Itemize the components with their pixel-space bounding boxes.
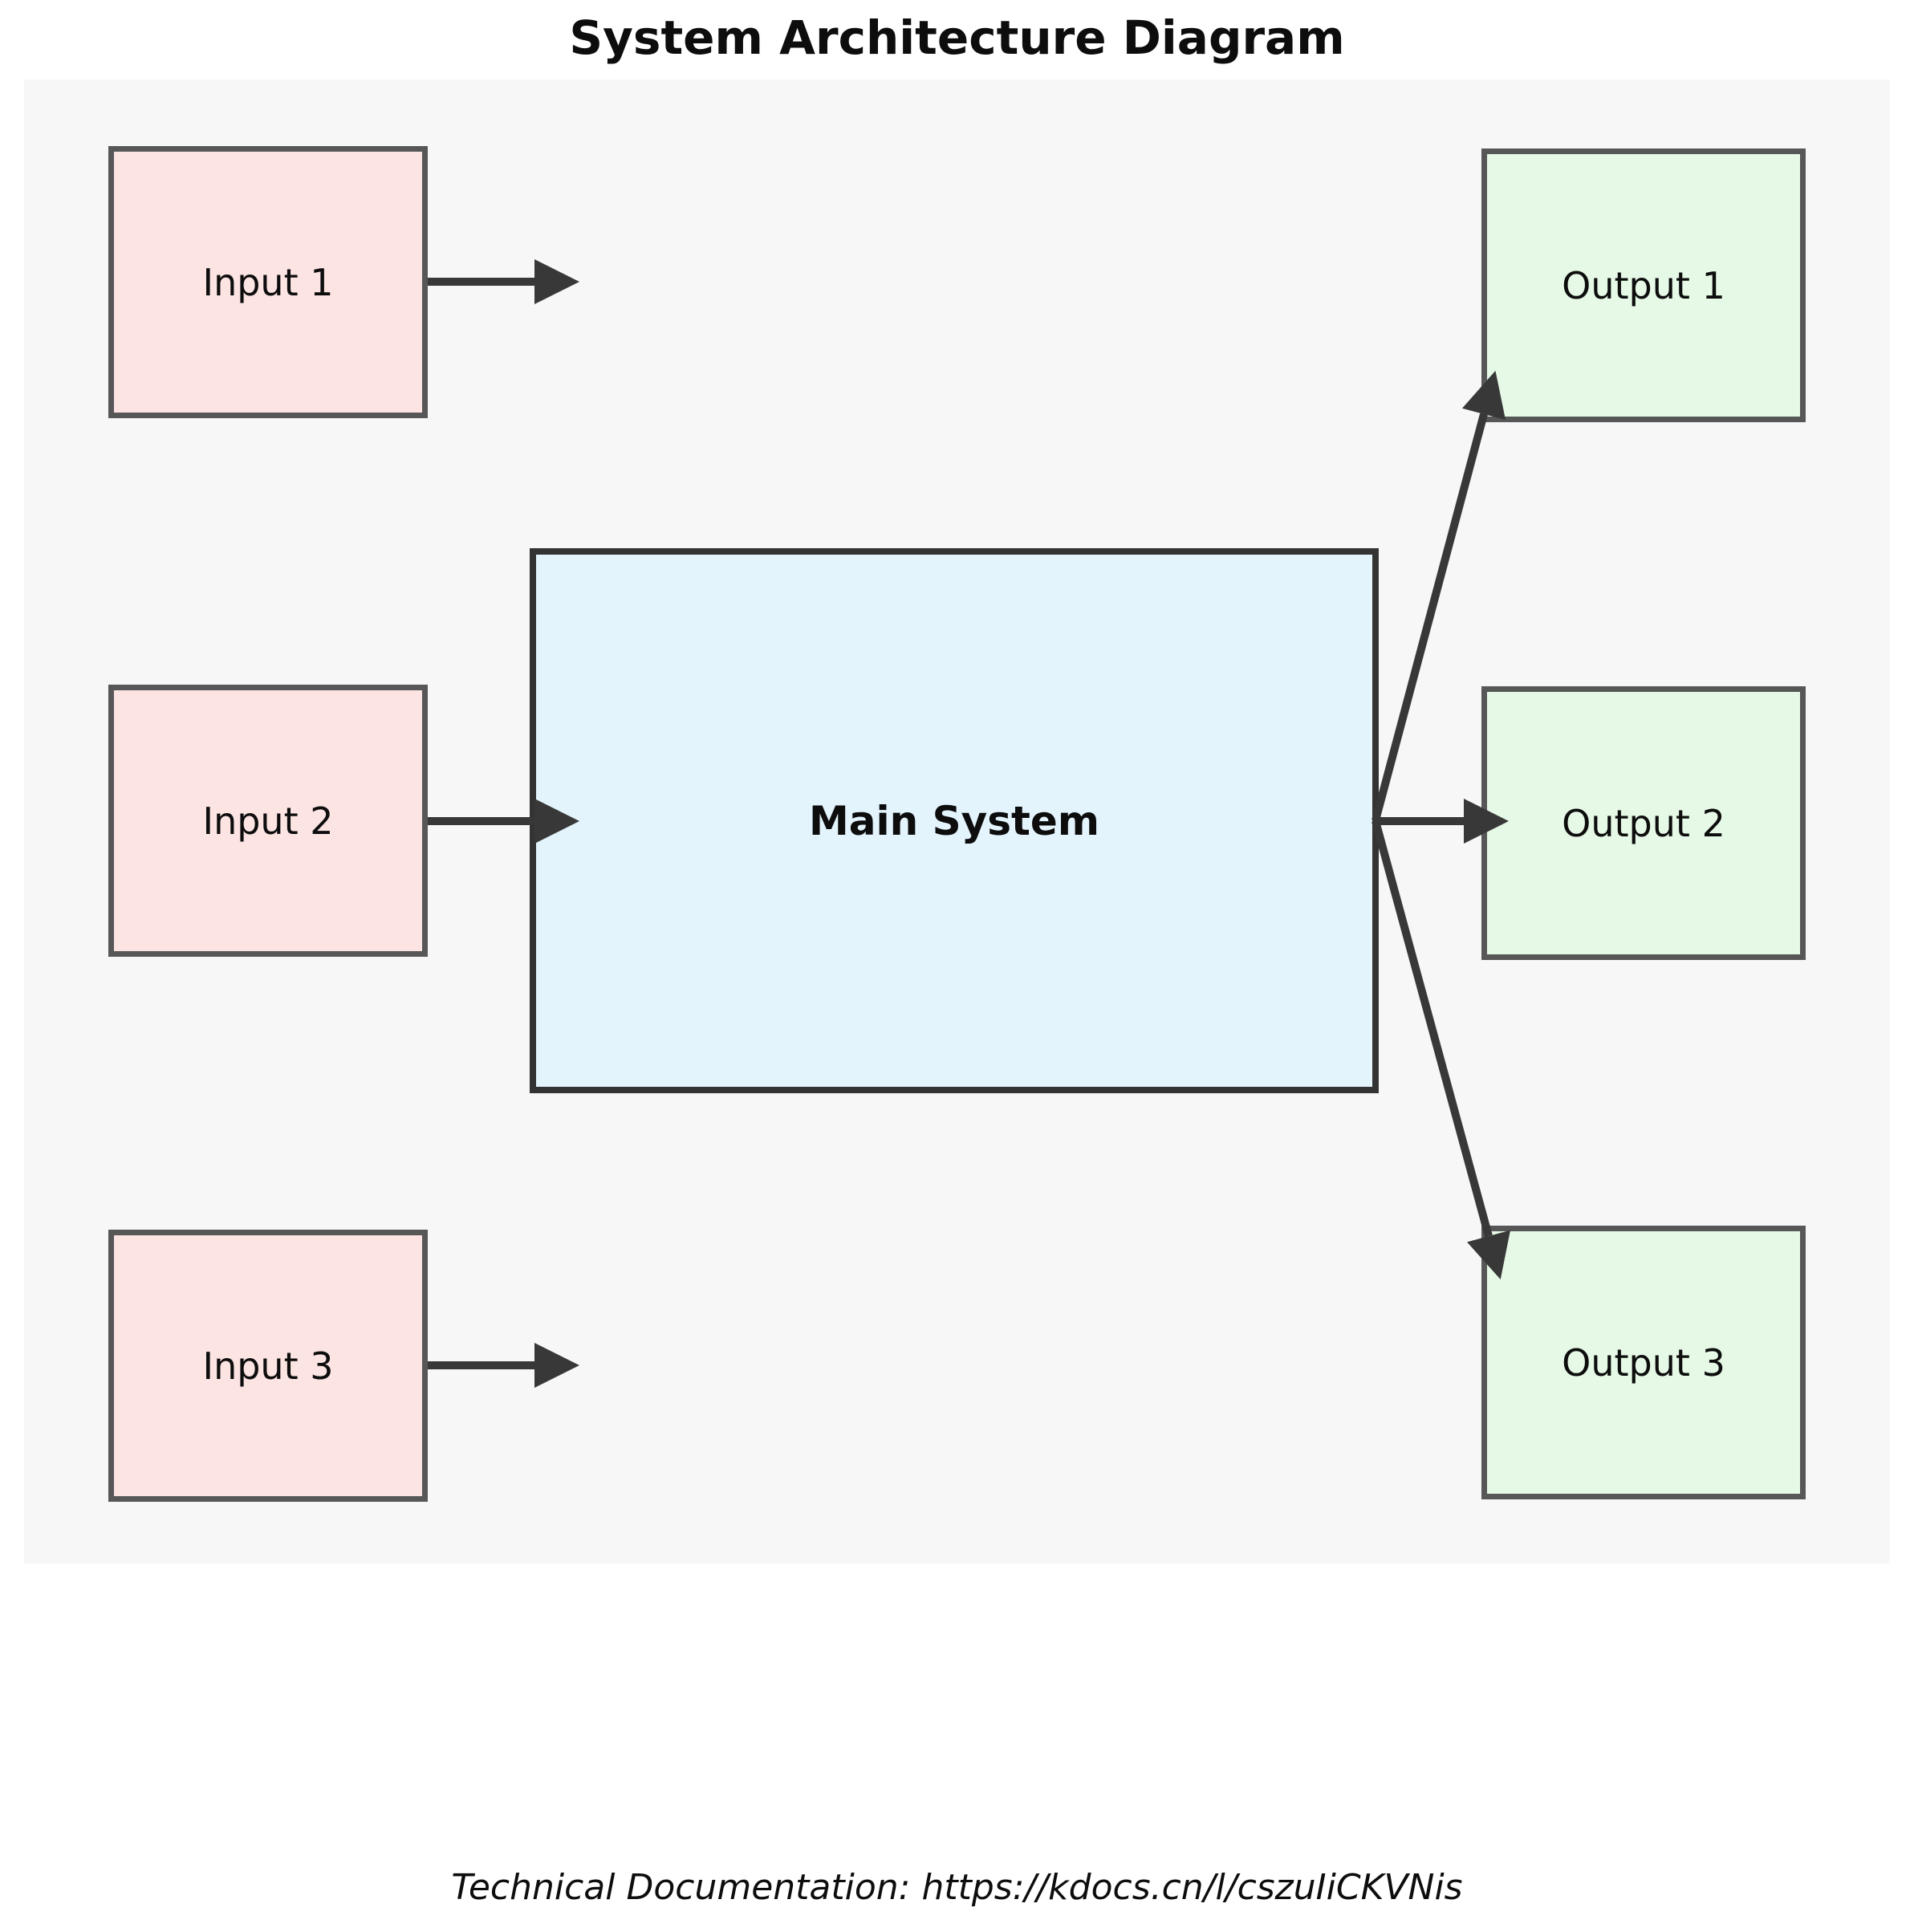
page-title: System Architecture Diagram xyxy=(569,10,1345,65)
node-input-3-label: Input 3 xyxy=(202,1344,334,1388)
node-output-2: Output 2 xyxy=(1481,686,1806,960)
node-input-1: Input 1 xyxy=(108,146,428,418)
node-input-2: Input 2 xyxy=(108,685,428,957)
node-main-system: Main System xyxy=(530,548,1379,1093)
node-main-system-label: Main System xyxy=(809,797,1099,844)
node-output-3-label: Output 3 xyxy=(1562,1340,1725,1385)
node-input-2-label: Input 2 xyxy=(202,799,334,843)
node-output-3: Output 3 xyxy=(1481,1226,1806,1499)
node-output-2-label: Output 2 xyxy=(1562,801,1725,845)
node-input-3: Input 3 xyxy=(108,1230,428,1502)
node-input-1-label: Input 1 xyxy=(202,260,334,304)
node-output-1: Output 1 xyxy=(1481,148,1806,422)
footer-caption: Technical Documentation: https://kdocs.c… xyxy=(451,1867,1463,1908)
node-output-1-label: Output 1 xyxy=(1562,263,1725,307)
